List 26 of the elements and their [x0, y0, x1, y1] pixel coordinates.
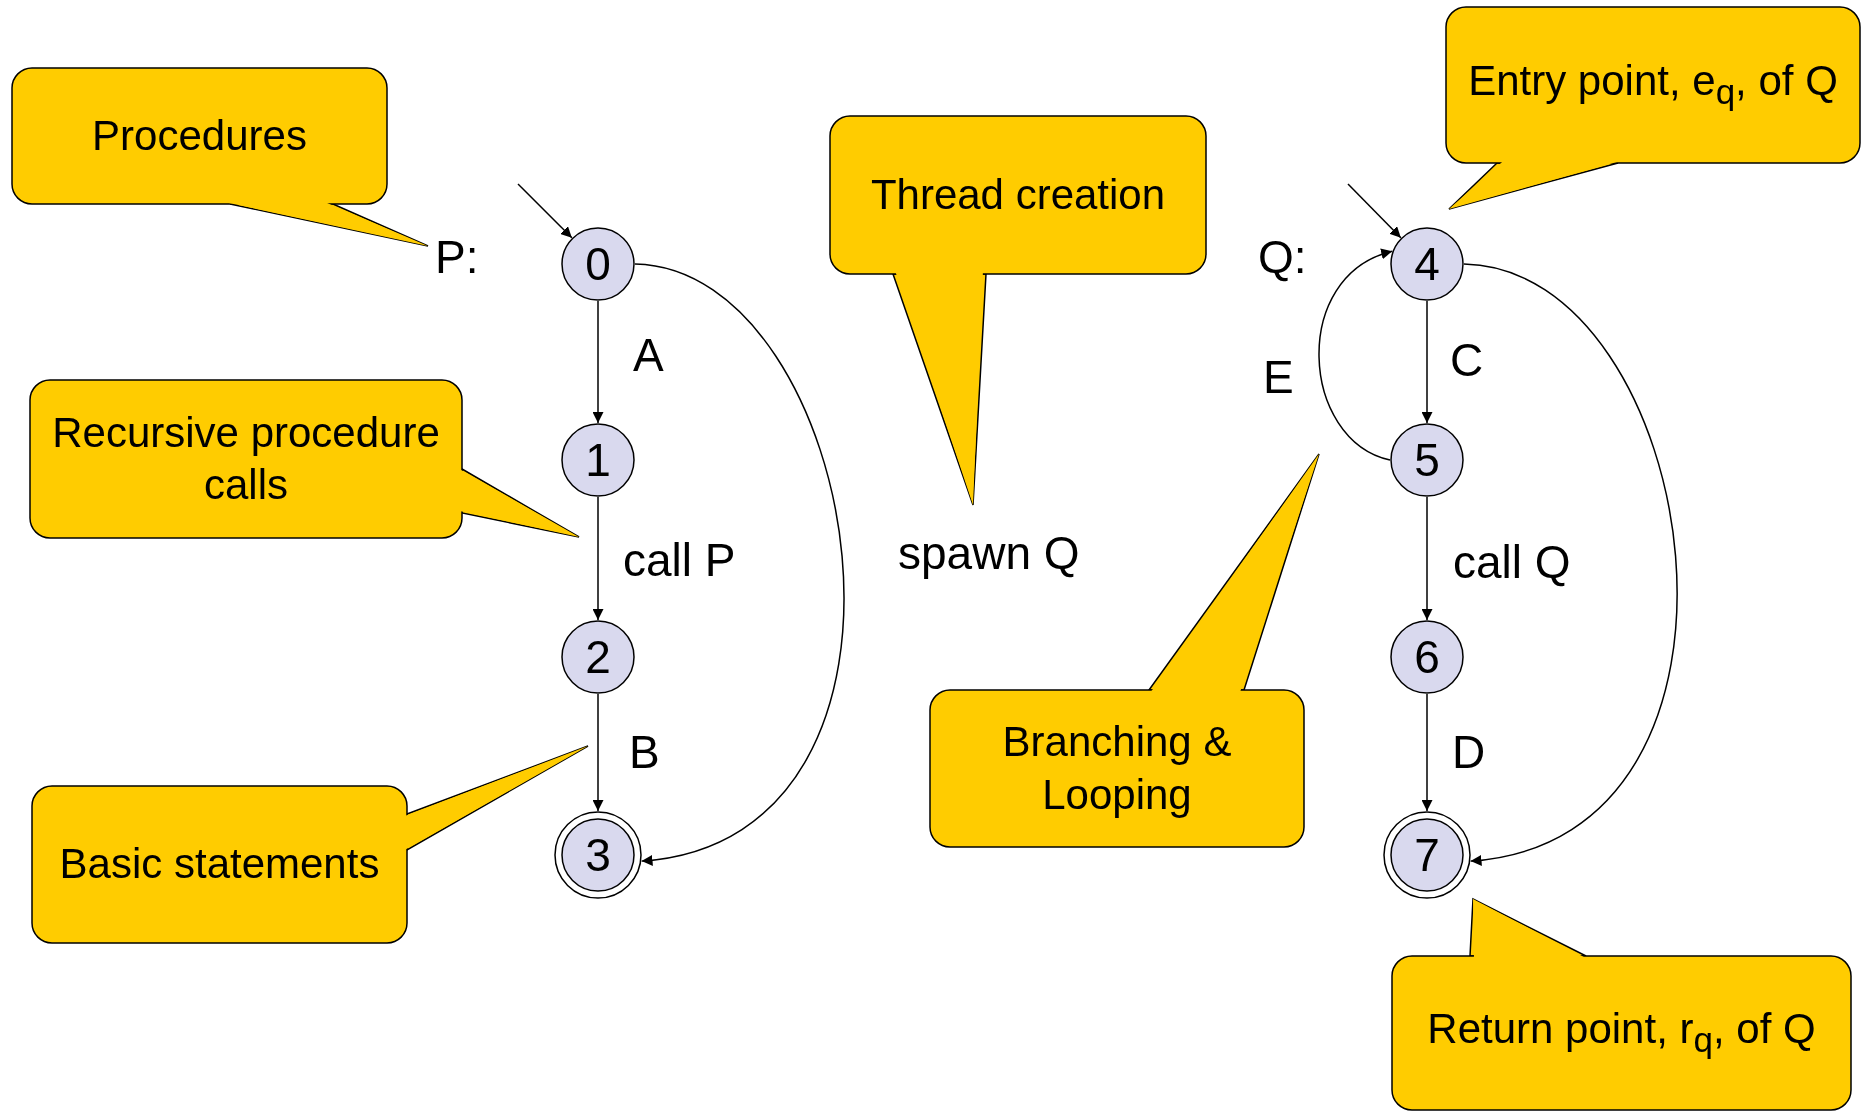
transition-arrow [1421, 693, 1433, 812]
transition-arrow [1421, 496, 1433, 621]
callout-text: Basic statements [59, 839, 380, 890]
callout-text: Recursive procedure calls [51, 407, 441, 510]
state-number: 4 [1414, 237, 1440, 291]
state-number: 2 [585, 630, 611, 684]
callout-text: Branching & Looping [1001, 717, 1233, 820]
transition-arrow [592, 693, 604, 812]
transition-arrow [517, 183, 573, 239]
transition-arrow [1421, 300, 1433, 424]
callout-text: Thread creation [870, 169, 1166, 220]
state-number: 1 [585, 433, 611, 487]
transition-arrow [592, 496, 604, 621]
transition-arrow [592, 300, 604, 424]
state-number: 7 [1414, 828, 1440, 882]
callout-text: Return point, r$_{q}$, of Q [1427, 1004, 1816, 1062]
transition-arrow [1347, 183, 1402, 239]
state-number: 0 [585, 237, 611, 291]
state-number: 5 [1414, 433, 1440, 487]
state-number: 3 [585, 828, 611, 882]
transition-arrow [1463, 263, 1677, 865]
callout-text: Procedures [92, 110, 307, 161]
callout-text: Entry point, e$_{q}$, of Q [1468, 56, 1838, 114]
transition-arrow [1318, 250, 1393, 461]
transition-arrow [634, 263, 844, 865]
state-number: 6 [1414, 630, 1440, 684]
